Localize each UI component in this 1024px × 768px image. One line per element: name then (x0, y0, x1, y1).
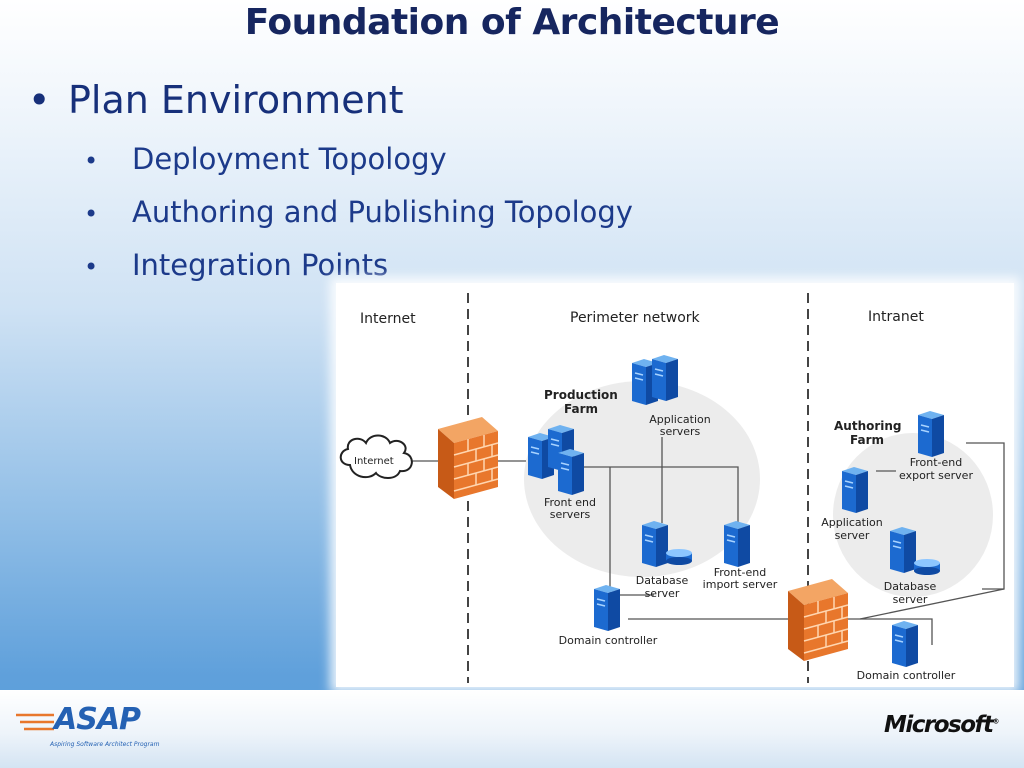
server-icon (841, 466, 869, 514)
application-server-label: server (835, 529, 870, 542)
database-server-label: server (645, 587, 680, 600)
bullet-plan-environment: • Plan Environment (28, 78, 404, 122)
app-servers-label: Application (649, 413, 710, 426)
zone-label-internet: Internet (360, 311, 416, 327)
database-server-label: Database (884, 580, 937, 593)
subbullet-text: Deployment Topology (132, 142, 447, 176)
database-server-label: Database (636, 574, 689, 587)
front-end-export-label: Front-end (910, 456, 963, 469)
server-icon (723, 520, 751, 568)
firewall-icon (787, 578, 849, 662)
database-disk-icon (666, 549, 692, 565)
bullet-text: Plan Environment (68, 78, 404, 122)
application-server-label: Application (821, 516, 882, 529)
subbullet-text: Authoring and Publishing Topology (132, 195, 633, 229)
microsoft-logo: Microsoft® (884, 712, 1000, 738)
network-diagram-svg: Internet Perimeter network Intranet Inte… (339, 293, 1005, 683)
database-server-label: server (893, 593, 928, 606)
trademark-mark: ® (992, 717, 1000, 726)
server-icon (593, 584, 621, 632)
server-icon (641, 520, 669, 568)
authoring-farm-label: Authoring (834, 419, 902, 433)
bullet-dot-icon: • (84, 147, 99, 175)
firewall-icon (437, 416, 499, 500)
front-end-export-label: export server (899, 469, 973, 482)
bullet-dot-icon: • (28, 78, 51, 122)
server-icon (891, 620, 919, 668)
bullet-dot-icon: • (84, 200, 99, 228)
subbullet-text: Integration Points (132, 248, 389, 282)
database-disk-icon (914, 559, 940, 575)
server-icon (889, 526, 917, 574)
zone-label-intranet: Intranet (868, 309, 924, 325)
front-end-servers-label: servers (550, 508, 591, 521)
zone-label-perimeter: Perimeter network (570, 310, 701, 326)
production-farm-area (524, 381, 760, 577)
authoring-farm-area (833, 433, 993, 597)
microsoft-logo-text: Microsoft (884, 712, 994, 738)
server-icon (651, 354, 679, 402)
footer-band (0, 690, 1024, 768)
domain-controller-label: Domain controller (857, 669, 956, 682)
asap-tagline: Aspiring Software Architect Program (50, 741, 160, 748)
network-diagram: Internet Perimeter network Intranet Inte… (336, 283, 1014, 687)
production-farm-label: Production (544, 388, 618, 402)
server-icon (917, 410, 945, 458)
domain-controller-label: Domain controller (559, 634, 658, 647)
subbullet-1: • Deployment Topology (84, 142, 447, 176)
cloud-label: Internet (354, 456, 394, 467)
front-end-servers-label: Front end (544, 496, 596, 509)
app-servers-label: servers (660, 425, 701, 438)
bullet-dot-icon: • (84, 253, 99, 281)
internet-cloud: Internet (339, 434, 413, 479)
front-end-import-label: Front-end (714, 566, 767, 579)
subbullet-3: • Integration Points (84, 248, 388, 282)
subbullet-2: • Authoring and Publishing Topology (84, 195, 633, 229)
production-farm-label: Farm (564, 402, 598, 416)
slide-title: Foundation of Architecture (244, 2, 780, 43)
server-icon (557, 448, 585, 496)
front-end-import-label: import server (703, 578, 778, 591)
asap-speed-lines-icon (16, 713, 54, 731)
asap-logo: ASAP (54, 702, 141, 737)
authoring-farm-label: Farm (850, 433, 884, 447)
